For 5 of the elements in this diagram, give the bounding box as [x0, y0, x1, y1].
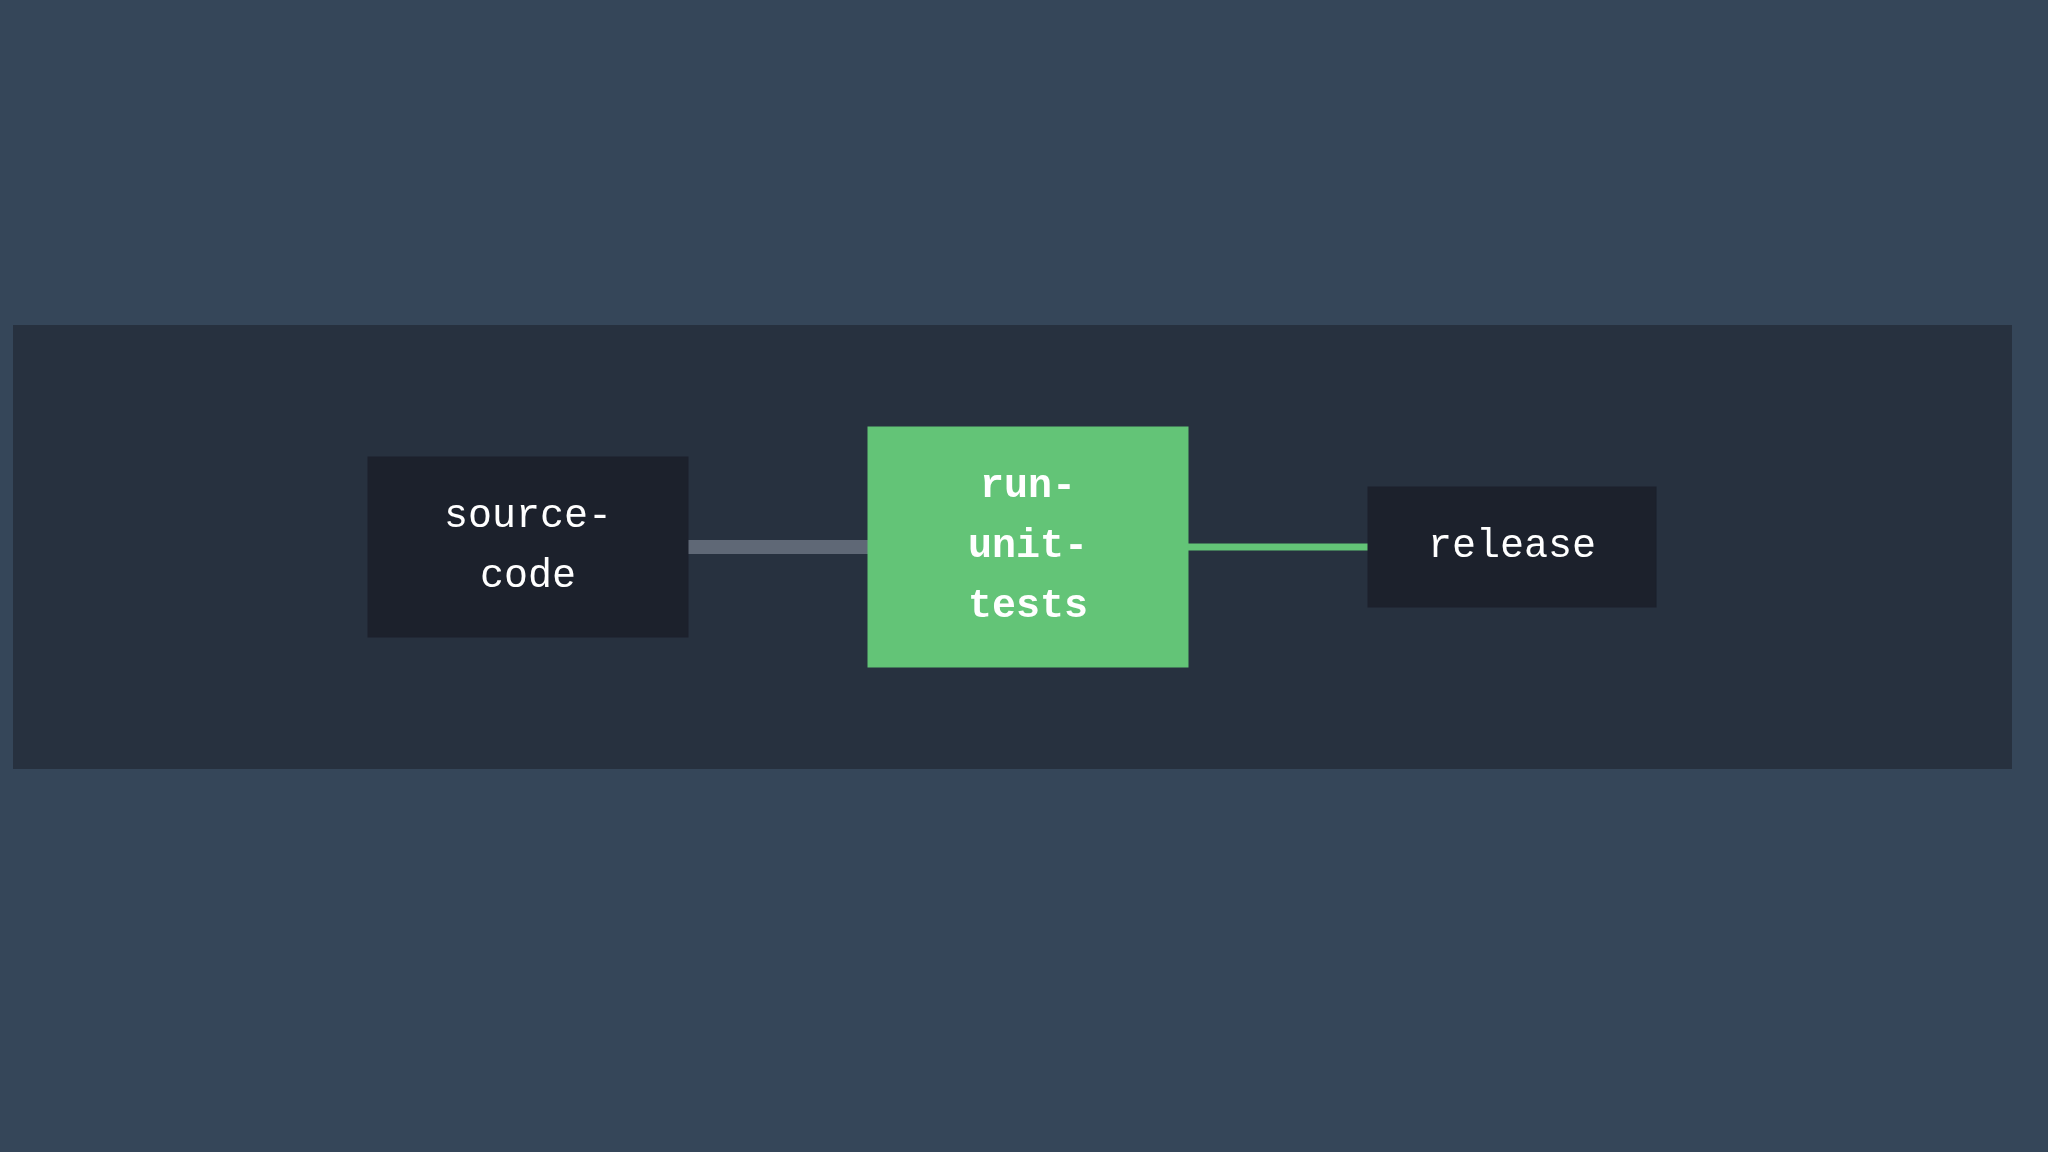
connector: [1188, 543, 1369, 551]
node-box: source-code: [368, 456, 689, 638]
connector: [688, 540, 869, 554]
node-box: run-unit-tests: [868, 426, 1189, 668]
node-box: release: [1368, 486, 1657, 608]
